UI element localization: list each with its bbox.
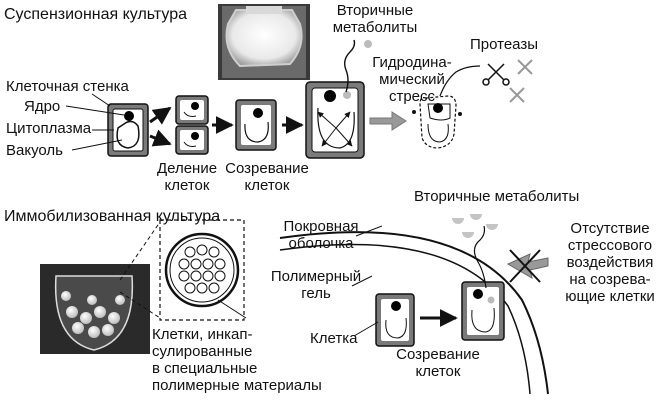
label-maturation: Созревание клеток <box>222 160 312 194</box>
protease-cross-icon <box>509 59 533 103</box>
immobilized-title: Иммобилизованная культура <box>4 208 221 225</box>
label-gel-cell: Клетка <box>310 330 358 347</box>
label-no-stress-line5: ющие клетки <box>565 288 655 305</box>
label-maturation-line1: Созревание <box>225 160 309 177</box>
gel-cell-leader <box>353 321 379 337</box>
label-nucleus: Ядро <box>24 98 61 115</box>
caption-line3: в специальные <box>152 360 258 377</box>
label-capsule-caption: Клетки, инкап- сулированные в специальны… <box>152 326 322 394</box>
no-stress-icon <box>506 249 549 283</box>
label-coating-line1: Покровная <box>283 218 359 235</box>
label-gel-line1: Полимерный <box>270 268 362 285</box>
leak-line <box>439 65 481 97</box>
gel-cell <box>375 293 415 347</box>
label-vacuole: Вакуоль <box>6 142 63 159</box>
label-wall: Клеточная стенка <box>6 78 129 95</box>
caption-line1: Клетки, инкап- <box>152 326 253 343</box>
caption-line2: сулированные <box>152 343 253 360</box>
arrow-to-division-top <box>149 106 172 125</box>
label-no-stress-line1: Отсутствие <box>570 220 650 237</box>
label-stress: Гидродина- мический стресс <box>364 54 460 105</box>
gel-leader <box>351 275 373 287</box>
label-metabolites-top: Вторичные метаболиты <box>330 2 420 36</box>
label-metabolites-top-line1: Вторичные <box>336 2 414 19</box>
label-no-stress: Отсутствие стрессового воздействия на со… <box>556 220 664 305</box>
label-no-stress-line4: на созрева- <box>569 271 651 288</box>
label-metabolites-top-line2: метаболиты <box>332 19 418 36</box>
capsule-zoom <box>119 219 245 321</box>
label-gel-maturation-line2: клеток <box>415 363 461 380</box>
caption-leader <box>217 299 247 319</box>
label-coating: Покровная оболочка <box>276 218 366 252</box>
label-division-line1: Деление <box>156 160 218 177</box>
label-gel: Полимерный гель <box>266 268 366 302</box>
cell-division-top <box>175 95 209 125</box>
label-no-stress-line2: стрессового <box>567 237 653 254</box>
suspension-flask-photo <box>218 4 310 80</box>
label-stress-line3: стресс <box>388 88 436 105</box>
label-division-line2: клеток <box>164 177 210 194</box>
metabolite-particle <box>364 40 372 48</box>
cell-maturing <box>235 99 277 151</box>
suspension-title: Суспензионная культура <box>4 6 187 23</box>
gel-cell-mature <box>461 281 505 341</box>
immobilized-flask-photo <box>40 264 150 354</box>
arrow-to-division-bottom <box>149 129 172 147</box>
label-coating-line2: оболочка <box>288 235 354 252</box>
scissors-icon <box>482 63 510 86</box>
label-stress-line2: мический <box>379 71 445 88</box>
secondary-metabolite-icons <box>452 214 498 238</box>
metabolite-release-line <box>343 39 356 93</box>
label-maturation-line2: клеток <box>244 177 290 194</box>
caption-line4: полимерные материалы <box>152 377 322 394</box>
label-metabolites-bottom: Вторичные метаболиты <box>414 188 580 205</box>
stress-arrow <box>369 111 407 131</box>
cell-lysed <box>412 95 462 149</box>
label-division: Деление клеток <box>152 160 222 194</box>
cell-division-bottom <box>175 125 209 155</box>
label-gel-line2: гель <box>301 285 331 302</box>
label-stress-line1: Гидродина- <box>372 54 452 71</box>
gel-metabolite-line <box>473 225 487 289</box>
coating-outer-arc <box>279 231 549 395</box>
coating-leader <box>355 225 383 237</box>
label-proteases: Протеазы <box>470 36 539 53</box>
label-cytoplasm: Цитоплазма <box>6 120 92 137</box>
label-gel-maturation-line1: Созревание <box>396 346 480 363</box>
label-gel-maturation: Созревание клеток <box>388 346 488 380</box>
label-no-stress-line3: воздействия <box>566 254 654 271</box>
label-leaders <box>65 93 125 151</box>
cell-mature <box>305 81 365 159</box>
